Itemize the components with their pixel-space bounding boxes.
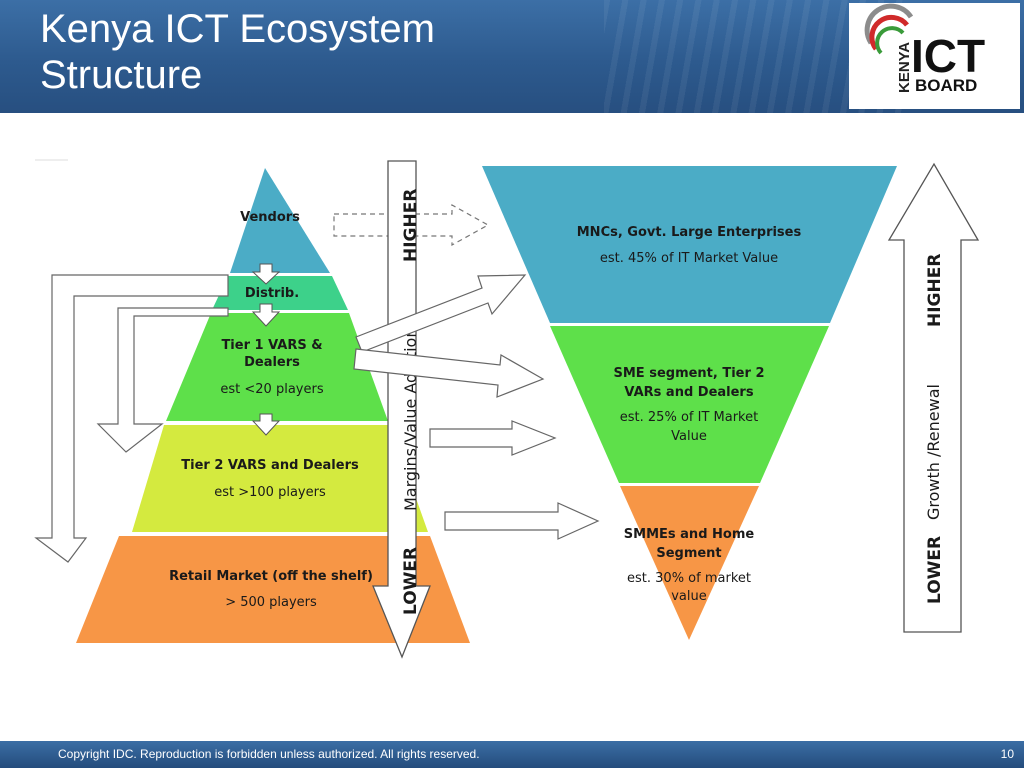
logo-swoosh-grey [864,3,914,45]
kenya-ict-board-logo: KENYA ICT BOARD [849,3,1020,109]
arrow-retail-to-smme [444,502,600,540]
margins-higher-label: HIGHER [401,189,421,262]
pyramid-tier1-tier [166,313,388,421]
tier2-label: Tier 2 VARS and Dealers [181,458,359,473]
logo-swoosh-green [875,26,905,55]
sme-label-line1: SME segment, Tier 2 [614,366,765,381]
funnel-mnc-segment [482,166,897,323]
arrow-tier1-to-sme [353,348,545,398]
slide-header: Kenya ICT Ecosystem Structure KENYA ICT … [0,0,1024,113]
vendors-label: Vendors [240,210,300,225]
bypass-arrow-to-retail [34,274,229,563]
smme-label-line2: Segment [656,546,721,561]
mnc-label: MNCs, Govt. Large Enterprises [577,225,802,240]
funnel-smme-segment [620,486,759,640]
sme-label-line2: VARs and Dealers [624,385,753,400]
retail-players: > 500 players [225,595,317,610]
pyramid-flow-arrows [251,263,281,436]
sme-market-value-line1: est. 25% of IT Market [620,410,758,425]
title-line-2: Structure [40,53,203,97]
sme-market-value-line2: Value [671,429,707,444]
down-arrow-distrib [251,303,281,327]
tier1-players: est <20 players [220,382,323,397]
ecosystem-diagram: Vendors Distrib. Tier 1 VARS & Dealers e… [34,159,980,659]
tier1-label-line1: Tier 1 VARS & [221,338,322,353]
growth-renewal-label: Growth /Renewal [924,384,943,520]
margins-value-arrow [372,160,431,659]
pyramid-retail-tier [76,536,470,643]
logo-kenya-text: KENYA [896,42,913,93]
tier1-label-line2: Dealers [244,355,300,370]
pyramid-distrib-tier [212,276,348,310]
down-arrow-vendors [251,263,281,285]
margins-lower-label: LOWER [401,547,421,615]
down-arrow-tier1 [251,413,281,436]
smme-label-line1: SMMEs and Home [624,527,755,542]
logo-ict-text: ICT [911,30,985,82]
title-line-1: Kenya ICT Ecosystem [40,7,435,51]
growth-higher-label: HIGHER [925,254,945,327]
pyramid-tier2-tier [132,425,428,532]
logo-board-text: BOARD [915,76,977,95]
growth-lower-label: LOWER [925,536,945,604]
funnel-sme-segment [550,326,829,483]
smme-market-value-line1: est. 30% of market [627,571,751,586]
arrow-tier2-to-sme [429,420,557,456]
tier2-players: est >100 players [214,485,326,500]
segment-arrows [353,274,600,540]
bypass-arrow-to-tier2 [96,307,229,453]
growth-renewal-arrow [887,162,980,633]
arrow-tier1-to-mnc [355,274,527,353]
mnc-market-value: est. 45% of IT Market Value [600,251,778,266]
logo-graphic: KENYA ICT BOARD [864,3,985,95]
smme-market-value-line2: value [671,589,707,604]
slide-footer: Copyright IDC. Reproduction is forbidden… [0,741,1024,768]
distrib-label: Distrib. [245,286,299,301]
logo-swoosh-red [869,14,909,51]
page-title: Kenya ICT Ecosystem Structure [40,6,435,98]
copyright-text: Copyright IDC. Reproduction is forbidden… [58,747,480,761]
retail-label: Retail Market (off the shelf) [169,569,373,584]
pyramid-vendors-tier [230,168,330,273]
page-number: 10 [1000,747,1014,761]
